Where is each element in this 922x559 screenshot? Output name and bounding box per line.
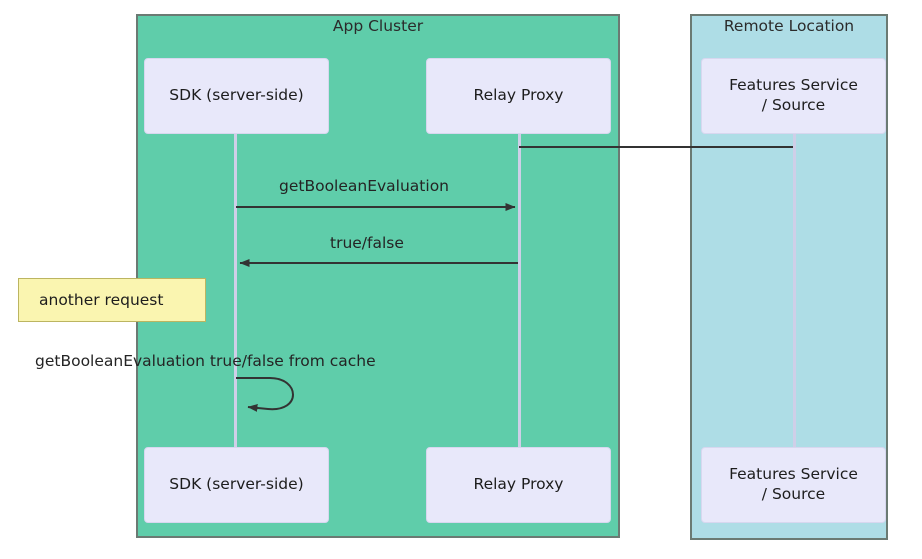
lifeline-sdk <box>234 133 237 449</box>
actor-features-top-line2: / Source <box>761 96 826 114</box>
actor-features-top-line1: Features Service <box>729 76 858 95</box>
actor-features-bottom[interactable]: Features Service / Source <box>701 447 886 523</box>
message-label-true-false: true/false <box>330 234 404 252</box>
actor-sdk-top[interactable]: SDK (server-side) <box>144 58 329 134</box>
message-label-cache: getBooleanEvaluation true/false from cac… <box>35 352 376 370</box>
actor-features-bottom-line1: Features Service <box>729 465 858 484</box>
panel-app-cluster-title: App Cluster <box>332 17 424 35</box>
actor-sdk-bottom[interactable]: SDK (server-side) <box>144 447 329 523</box>
note-another-request: another request <box>18 278 206 322</box>
lifeline-features <box>793 133 796 449</box>
message-label-get-boolean-evaluation: getBooleanEvaluation <box>279 177 450 195</box>
actor-relay-bottom[interactable]: Relay Proxy <box>426 447 611 523</box>
panel-remote-location-title: Remote Location <box>723 17 855 35</box>
actor-features-top[interactable]: Features Service / Source <box>701 58 886 134</box>
lifeline-relay <box>518 133 521 449</box>
actor-relay-top[interactable]: Relay Proxy <box>426 58 611 134</box>
actor-features-bottom-line2: / Source <box>761 485 826 503</box>
